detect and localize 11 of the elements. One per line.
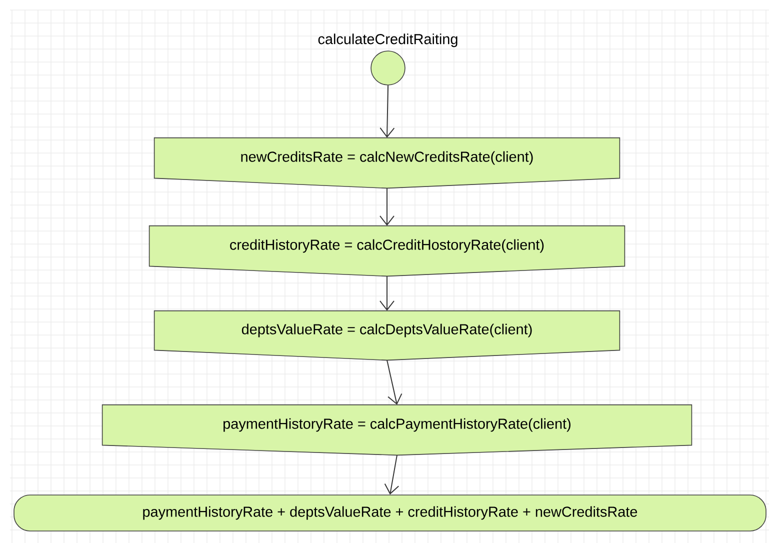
arrow [380,84,395,138]
action-box: newCreditsRate = calcNewCreditsRate(client) [154,137,620,189]
arrow [384,454,400,495]
node-label: calculateCreditRaiting [318,34,458,48]
arrow [380,188,394,226]
action-box: paymentHistoryRate = calcPaymentHistoryRate(client) [102,404,692,456]
action-box: deptsValueRate = calcDeptsValueRate(client) [154,310,620,361]
arrow [386,360,402,405]
result-box: paymentHistoryRate + deptsValueRate + creditHistoryRate + newCreditsRate [14,494,766,532]
action-box: creditHistoryRate = calcCreditHostoryRate(client) [148,225,626,277]
arrow [380,276,394,311]
